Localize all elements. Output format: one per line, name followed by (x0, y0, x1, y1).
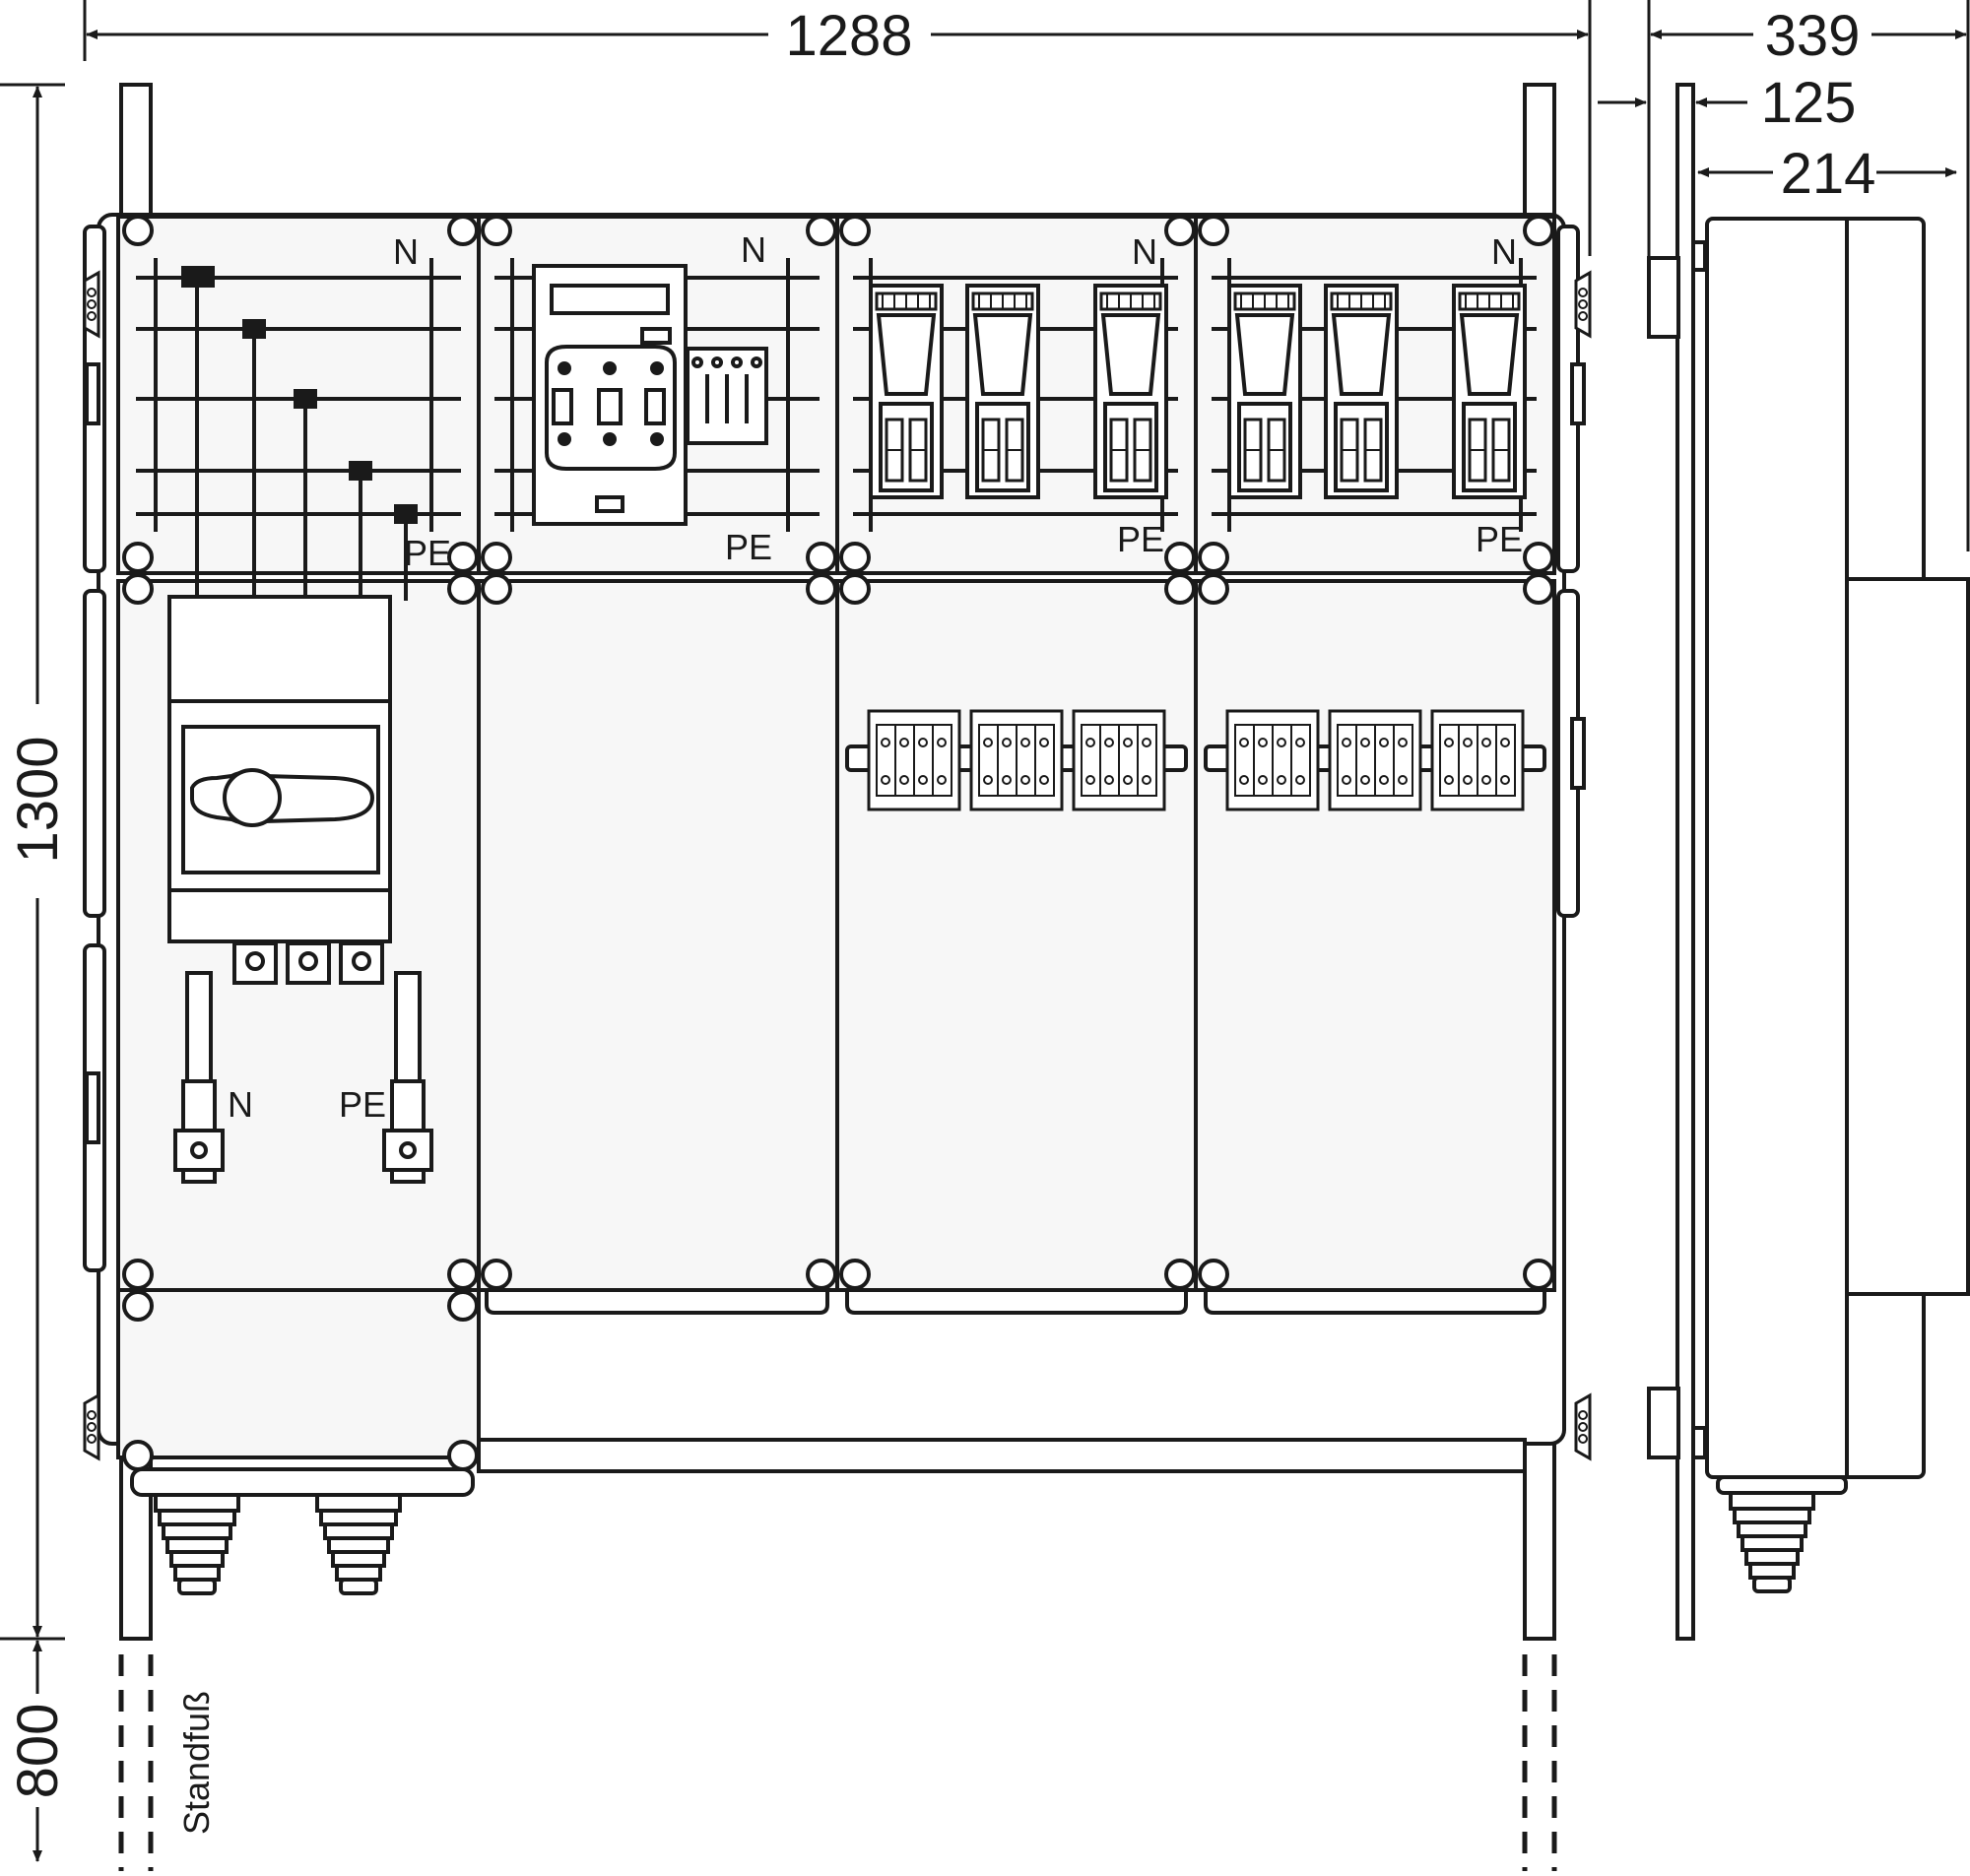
main-load-switch (167, 595, 392, 985)
panel-2-devices (494, 258, 820, 532)
label-n-panel-2: N (741, 229, 766, 270)
dim-base-height: 800 (6, 1704, 70, 1799)
panel-4-fuses (1212, 258, 1537, 532)
dim-depth-box: 214 (1781, 142, 1876, 206)
label-pe-panel-1: PE (404, 533, 451, 573)
label-standfuss: Standfuß (176, 1691, 217, 1835)
label-n-terminal: N (228, 1084, 253, 1125)
terminal-strips-3 (845, 709, 1188, 811)
front-view (83, 83, 1592, 1871)
panel-bottom (116, 1288, 481, 1459)
terminal-strips-4 (1204, 709, 1546, 811)
panel-3-fuses (853, 258, 1178, 532)
side-view (1647, 83, 1970, 1641)
label-n-panel-1: N (393, 231, 419, 272)
base-legs-dashed (118, 1654, 1557, 1871)
label-pe-panel-2: PE (725, 527, 772, 567)
label-pe-terminal: PE (339, 1084, 386, 1125)
busbar-grid-1 (136, 258, 461, 601)
panel-low-2 (477, 579, 839, 1292)
dim-width-total: 1288 (785, 4, 912, 68)
panel-low-4 (1194, 579, 1556, 1292)
panel-low-3 (835, 579, 1198, 1292)
label-n-panel-4: N (1491, 231, 1517, 272)
n-pe-terminals (173, 971, 433, 1184)
dim-height-total: 1300 (6, 736, 70, 863)
label-pe-panel-4: PE (1476, 519, 1523, 559)
dim-depth-total: 339 (1765, 4, 1861, 68)
label-n-panel-3: N (1132, 231, 1157, 272)
label-pe-panel-3: PE (1117, 519, 1164, 559)
dim-depth-front: 125 (1761, 71, 1857, 135)
